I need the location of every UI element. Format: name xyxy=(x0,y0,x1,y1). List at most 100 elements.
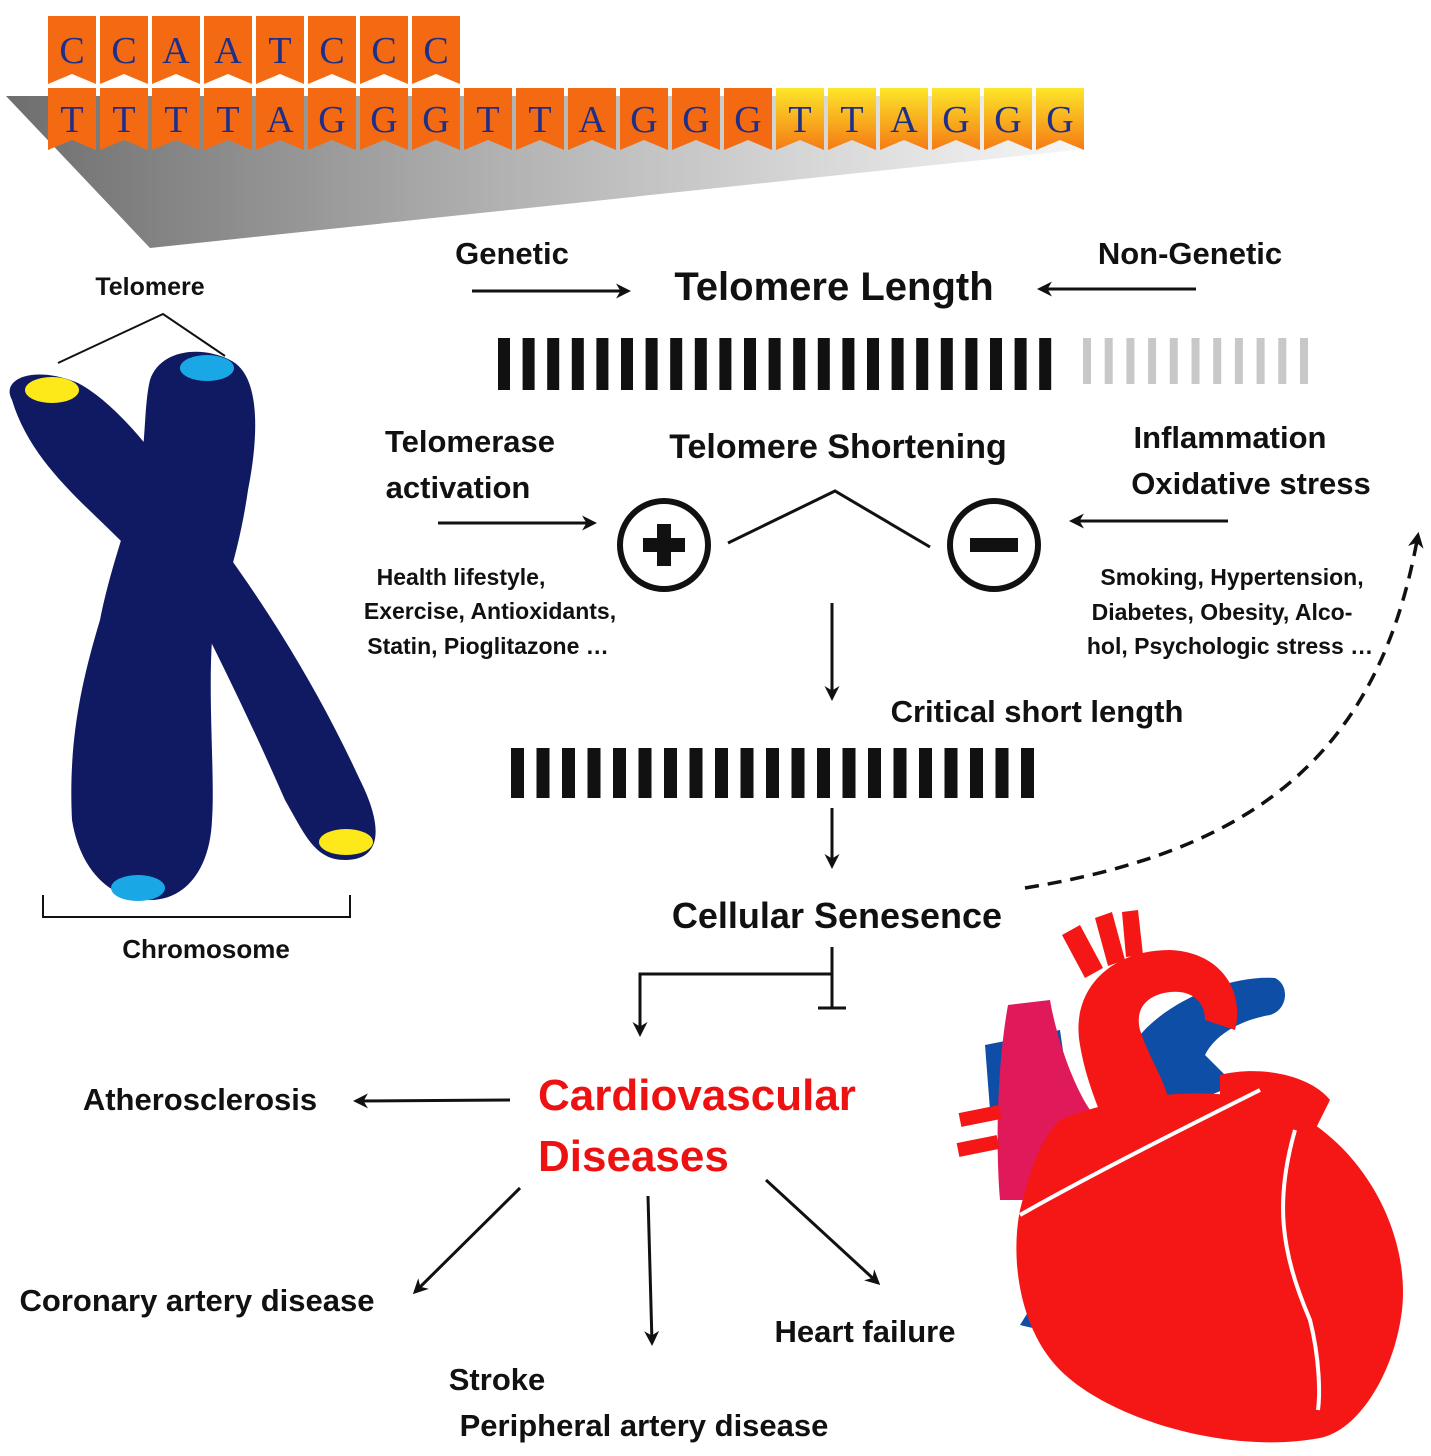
dna-base-tile xyxy=(48,88,96,150)
telomere-repeat-dark xyxy=(613,748,626,798)
non-genetic-label: Non-Genetic xyxy=(1098,236,1282,271)
dna-base-tile xyxy=(48,16,96,84)
heart-illustration xyxy=(956,910,1404,1443)
telomere-repeat-dark xyxy=(842,748,856,798)
dna-base-tile xyxy=(1036,88,1084,150)
chromosome-bracket xyxy=(42,895,351,918)
critical-short-length-label: Critical short length xyxy=(891,694,1184,729)
dna-base-letter: A xyxy=(162,30,190,72)
heart-pulmonary-artery xyxy=(1140,977,1286,1120)
telomere-repeat-dark xyxy=(817,338,830,390)
dna-base-letter: T xyxy=(268,30,291,72)
dna-base-tile xyxy=(256,16,304,84)
stroke-label: Stroke xyxy=(449,1362,545,1397)
dna-base-letter: T xyxy=(840,99,863,141)
dna-base-letter: A xyxy=(214,30,242,72)
telomere-repeat-faded xyxy=(1191,338,1200,384)
telomere-repeat-dark xyxy=(868,748,881,798)
telomere-repeat-dark xyxy=(587,748,601,798)
telomere-repeat-dark xyxy=(965,338,978,390)
negative-factor-line1: Smoking, Hypertension, xyxy=(1100,564,1363,590)
dna-base-tile xyxy=(152,88,200,150)
dna-base-tile xyxy=(308,88,356,150)
heart-vessel-stub-2 xyxy=(956,1135,1000,1157)
heart-failure-arrow xyxy=(764,1178,881,1286)
telomere-repeat-dark xyxy=(970,748,983,798)
chromosome-label: Chromosome xyxy=(122,934,290,964)
telomere-repeat-dark xyxy=(511,748,524,798)
telomere-repeat-faded xyxy=(1169,338,1178,384)
dna-base-letter: A xyxy=(266,99,294,141)
dna-base-tile xyxy=(724,88,772,150)
telomere-repeat-dark xyxy=(766,748,779,798)
dna-base-letter: T xyxy=(112,99,135,141)
plus-circle-icon xyxy=(617,498,711,592)
dna-base-tile xyxy=(880,88,928,150)
telomere-repeat-dark xyxy=(715,748,728,798)
telomere-repeat-dark xyxy=(944,748,958,798)
heart-aorta xyxy=(1078,950,1238,1125)
dna-base-letter: G xyxy=(630,99,657,141)
dna-base-tile xyxy=(776,88,824,150)
dna-base-letter: T xyxy=(216,99,239,141)
telomere-repeat-dark xyxy=(768,338,781,390)
dna-base-tile xyxy=(204,16,252,84)
dna-base-tile xyxy=(412,16,460,84)
chromatid-left-arm xyxy=(9,374,376,860)
telomere-repeat-dark xyxy=(1014,338,1027,390)
heart-aorta-branch-2 xyxy=(1095,912,1125,966)
dna-base-tile xyxy=(100,88,148,150)
telomere-repeat-faded xyxy=(1126,338,1135,384)
dna-base-tile xyxy=(360,88,408,150)
dna-base-letter: C xyxy=(59,30,84,72)
telomere-bar-full xyxy=(498,338,1308,390)
atherosclerosis-arrow xyxy=(353,1093,511,1109)
telomere-cap-yellow-bottom xyxy=(319,829,373,855)
dna-base-tile xyxy=(412,88,460,150)
heart-aorta-branch-1 xyxy=(1062,925,1103,978)
peripheral-label: Peripheral artery disease xyxy=(460,1408,829,1443)
dna-base-letter: C xyxy=(371,30,396,72)
telomere-repeat-dark xyxy=(596,338,609,390)
inflammation-label-line2: Oxidative stress xyxy=(1131,466,1371,501)
positive-factor-line2: Exercise, Antioxidants, xyxy=(364,598,616,624)
telomere-repeat-dark xyxy=(919,748,932,798)
telomere-repeat-faded xyxy=(1148,338,1157,384)
chromatid-right-arm xyxy=(71,351,256,900)
telomere-repeat-dark xyxy=(638,748,652,798)
dna-base-letter: T xyxy=(528,99,551,141)
dna-base-letter: G xyxy=(994,99,1021,141)
heart-failure-label: Heart failure xyxy=(775,1314,956,1349)
dna-base-letter: G xyxy=(942,99,969,141)
heart-vessel-stub-1 xyxy=(958,1105,1002,1127)
dna-base-letter: G xyxy=(734,99,761,141)
telomere-repeat-dark xyxy=(793,338,806,390)
dna-base-letter: T xyxy=(60,99,83,141)
dna-base-tile xyxy=(568,88,616,150)
feedback-dashed-arrow xyxy=(1024,531,1424,890)
dna-base-tile xyxy=(516,88,564,150)
telomere-repeat-dark xyxy=(891,338,904,390)
telomere-repeat-dark xyxy=(562,748,575,798)
dna-base-tile xyxy=(100,16,148,84)
telomere-repeat-dark xyxy=(536,748,550,798)
dna-base-tile xyxy=(984,88,1032,150)
dna-base-tile xyxy=(932,88,980,150)
telomere-repeat-dark xyxy=(817,748,830,798)
telomere-length-title: Telomere Length xyxy=(674,265,993,309)
telomere-repeat-dark xyxy=(664,748,677,798)
telomere-repeat-dark xyxy=(791,748,805,798)
genetic-label: Genetic xyxy=(455,236,569,271)
telomere-shortening-title: Telomere Shortening xyxy=(669,428,1007,466)
telomere-repeat-dark xyxy=(916,338,929,390)
telomere-repeat-dark xyxy=(645,338,658,390)
telomere-repeat-dark xyxy=(670,338,683,390)
telomere-repeat-dark xyxy=(842,338,855,390)
telomere-repeat-dark xyxy=(740,748,754,798)
dna-base-letter: A xyxy=(890,99,918,141)
telomere-repeat-faded xyxy=(1234,338,1243,384)
telomere-repeat-dark xyxy=(571,338,584,390)
coronary-label: Coronary artery disease xyxy=(20,1283,375,1318)
telomere-repeat-faded xyxy=(1300,338,1308,384)
